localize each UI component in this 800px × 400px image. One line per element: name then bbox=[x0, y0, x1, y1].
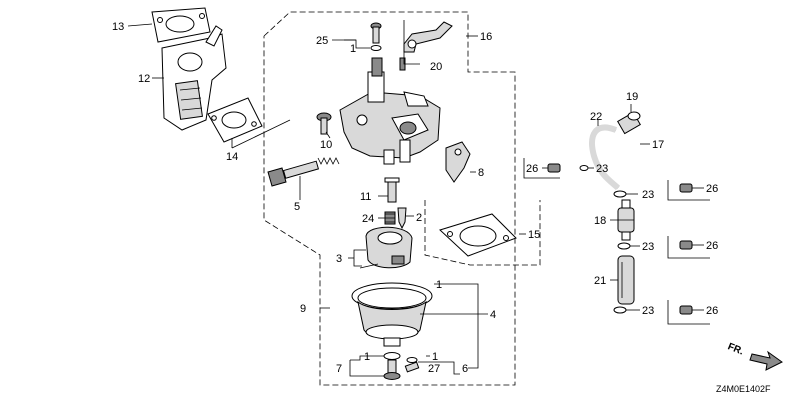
clamp-bracket-left bbox=[523, 158, 560, 179]
label-22: 22 bbox=[590, 111, 602, 123]
label-7: 7 bbox=[336, 363, 342, 375]
part-10-screw bbox=[316, 112, 332, 135]
label-3: 3 bbox=[336, 253, 342, 265]
part-26-clamps bbox=[547, 163, 693, 315]
carburetor-body bbox=[339, 57, 441, 165]
label-13: 13 bbox=[112, 21, 124, 33]
label-20: 20 bbox=[430, 61, 442, 73]
label-21: 21 bbox=[594, 275, 606, 287]
label-10: 10 bbox=[320, 139, 332, 151]
clamp-bracket-1 bbox=[667, 180, 710, 201]
part-25-screw bbox=[370, 22, 382, 51]
leader-lines bbox=[127, 20, 704, 377]
label-17: 17 bbox=[652, 139, 664, 151]
label-25: 25 bbox=[316, 35, 328, 47]
label-5: 5 bbox=[294, 201, 300, 213]
label-15: 15 bbox=[528, 229, 540, 241]
label-6: 6 bbox=[462, 363, 468, 375]
label-23-top: 23 bbox=[596, 163, 608, 175]
part-12-insulator bbox=[161, 25, 227, 131]
label-26-a: 26 bbox=[706, 183, 718, 195]
part-14-gasket bbox=[207, 97, 263, 143]
label-23-c: 23 bbox=[642, 305, 654, 317]
secondary-group-boundary bbox=[424, 200, 541, 266]
label-14: 14 bbox=[226, 151, 238, 163]
part-5-pilot-screw bbox=[267, 157, 340, 187]
front-direction-arrow: FR. bbox=[726, 341, 783, 371]
diagram-code: Z4M0E1402F bbox=[716, 384, 771, 394]
part-4-float-chamber bbox=[351, 282, 433, 347]
label-8: 8 bbox=[478, 167, 484, 179]
part-15-gasket bbox=[439, 213, 517, 257]
label-11: 11 bbox=[360, 191, 371, 203]
clamp-bracket-3 bbox=[667, 300, 710, 325]
carburetor-group-boundary bbox=[263, 11, 516, 386]
label-26-b: 26 bbox=[706, 240, 718, 252]
part-11-nozzle bbox=[384, 177, 400, 203]
label-16: 16 bbox=[480, 31, 492, 43]
label-26-left: 26 bbox=[526, 163, 538, 175]
label-1-bolt: 1 bbox=[364, 351, 370, 363]
label-24: 24 bbox=[362, 213, 374, 225]
clamp-bracket-2 bbox=[667, 236, 710, 259]
part-3-float bbox=[359, 226, 413, 269]
label-4: 4 bbox=[490, 309, 496, 321]
label-19: 19 bbox=[626, 91, 638, 103]
part-27-drain-screw bbox=[404, 357, 420, 373]
part-21-fuel-tube bbox=[617, 255, 635, 305]
label-1-bowl: 1 bbox=[436, 279, 442, 291]
label-1-drain: 1 bbox=[432, 351, 438, 363]
part-24-jet bbox=[384, 211, 396, 225]
label-23-b: 23 bbox=[642, 241, 654, 253]
label-27: 27 bbox=[428, 363, 440, 375]
label-18: 18 bbox=[594, 215, 606, 227]
label-23-a: 23 bbox=[642, 189, 654, 201]
part-13-gasket bbox=[151, 7, 211, 43]
part-8-lever bbox=[445, 141, 471, 183]
label-2: 2 bbox=[416, 212, 422, 224]
label-9: 9 bbox=[300, 303, 306, 315]
part-23-clips bbox=[579, 165, 631, 314]
part-7-bolt bbox=[383, 352, 401, 380]
label-1-top: 1 bbox=[350, 43, 356, 55]
part-19-joint bbox=[617, 111, 641, 135]
part-2-float-needle bbox=[397, 207, 407, 230]
part-17-fuel-tube bbox=[589, 124, 621, 191]
part-16-choke-lever bbox=[399, 21, 453, 71]
label-12: 12 bbox=[138, 73, 150, 85]
front-label: FR. bbox=[726, 341, 745, 357]
label-26-c: 26 bbox=[706, 305, 718, 317]
